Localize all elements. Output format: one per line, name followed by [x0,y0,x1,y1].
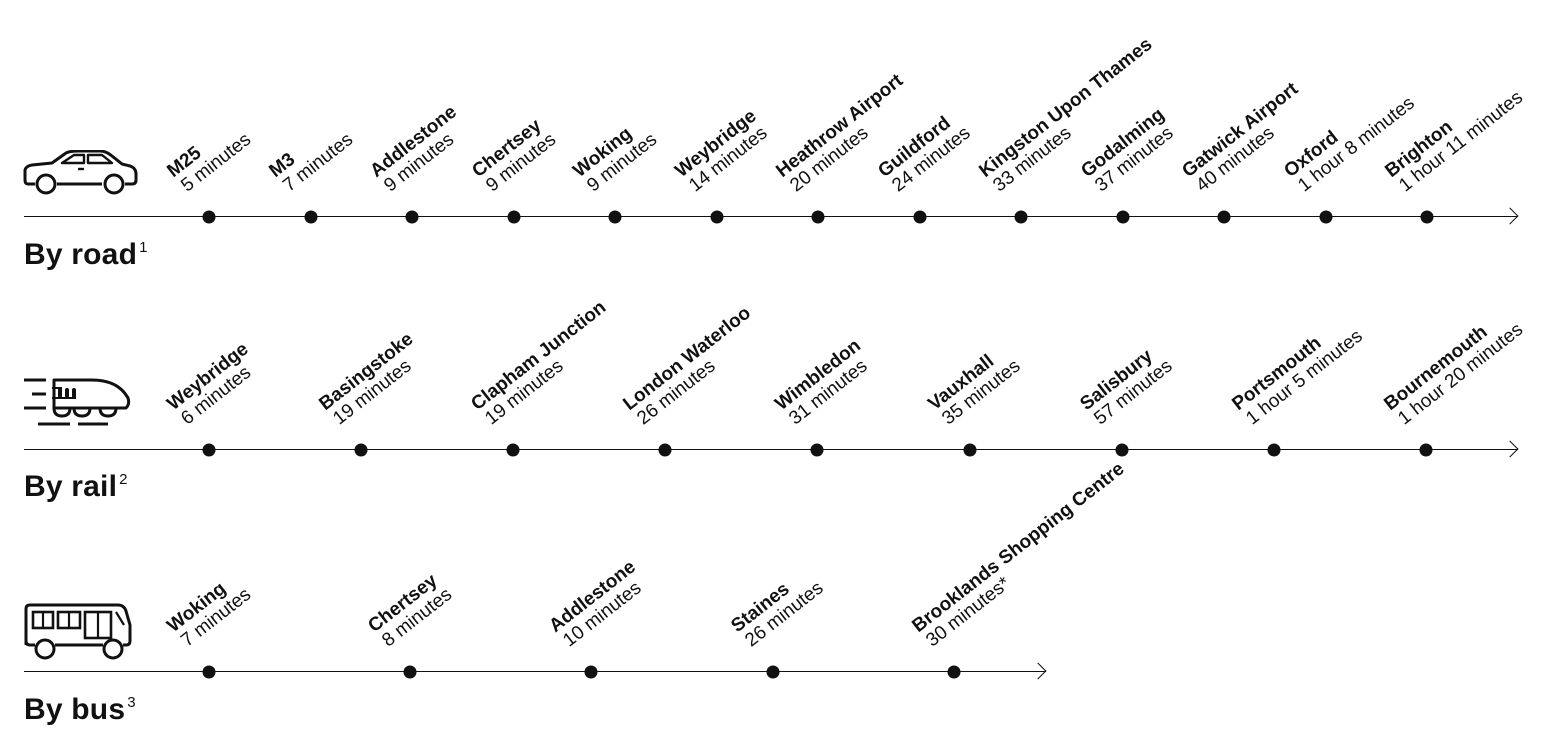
road-stop-dot [913,210,927,224]
rail-footnote: 2 [119,471,128,488]
road-stop-dot [405,210,419,224]
bus-title-text: By bus [24,693,126,726]
road-axis [24,216,1518,217]
rail-stop-dot [506,443,520,457]
road-stop-dot [1319,210,1333,224]
bus-axis-arrow [1029,662,1047,680]
bus-stop-dot [584,665,598,679]
road-stop-dot [608,210,622,224]
road-stop-dot [1420,210,1434,224]
road-stop-dot [202,210,216,224]
bus-icon [24,603,132,660]
rail-axis [24,449,1518,450]
road-stop-dot [1014,210,1028,224]
rail-stop-dot [810,443,824,457]
bus-stop-name: Brooklands Shopping Centre [908,458,1129,638]
road-stop-dot [1116,210,1130,224]
bus-stop-dot [403,665,417,679]
bus-stop-time: 30 minutes* [922,573,1015,652]
rail-stop-name: Clapham Junction [467,297,611,416]
rail-stop-dot [963,443,977,457]
rail-title-text: By rail [24,470,118,503]
road-axis-arrow [1501,207,1519,225]
car-icon [23,150,138,195]
rail-stop-dot [1419,443,1433,457]
rail-stop-dot [354,443,368,457]
road-footnote: 1 [139,239,148,256]
road-stop-dot [304,210,318,224]
train-icon [24,378,131,426]
road-stop-dot [507,210,521,224]
bus-footnote: 3 [127,694,136,711]
rail-axis-arrow [1501,440,1519,458]
rail-stop-dot [658,443,672,457]
bus-stop-dot [947,665,961,679]
bus-stop-dot [202,665,216,679]
road-title-text: By road [24,238,138,271]
rail-stop-dot [1267,443,1281,457]
road-stop-dot [811,210,825,224]
bus-stop-dot [766,665,780,679]
rail-stop-dot [202,443,216,457]
bus-axis [24,671,1046,672]
road-stop-dot [710,210,724,224]
rail-stop-dot [1115,443,1129,457]
road-stop-dot [1217,210,1231,224]
